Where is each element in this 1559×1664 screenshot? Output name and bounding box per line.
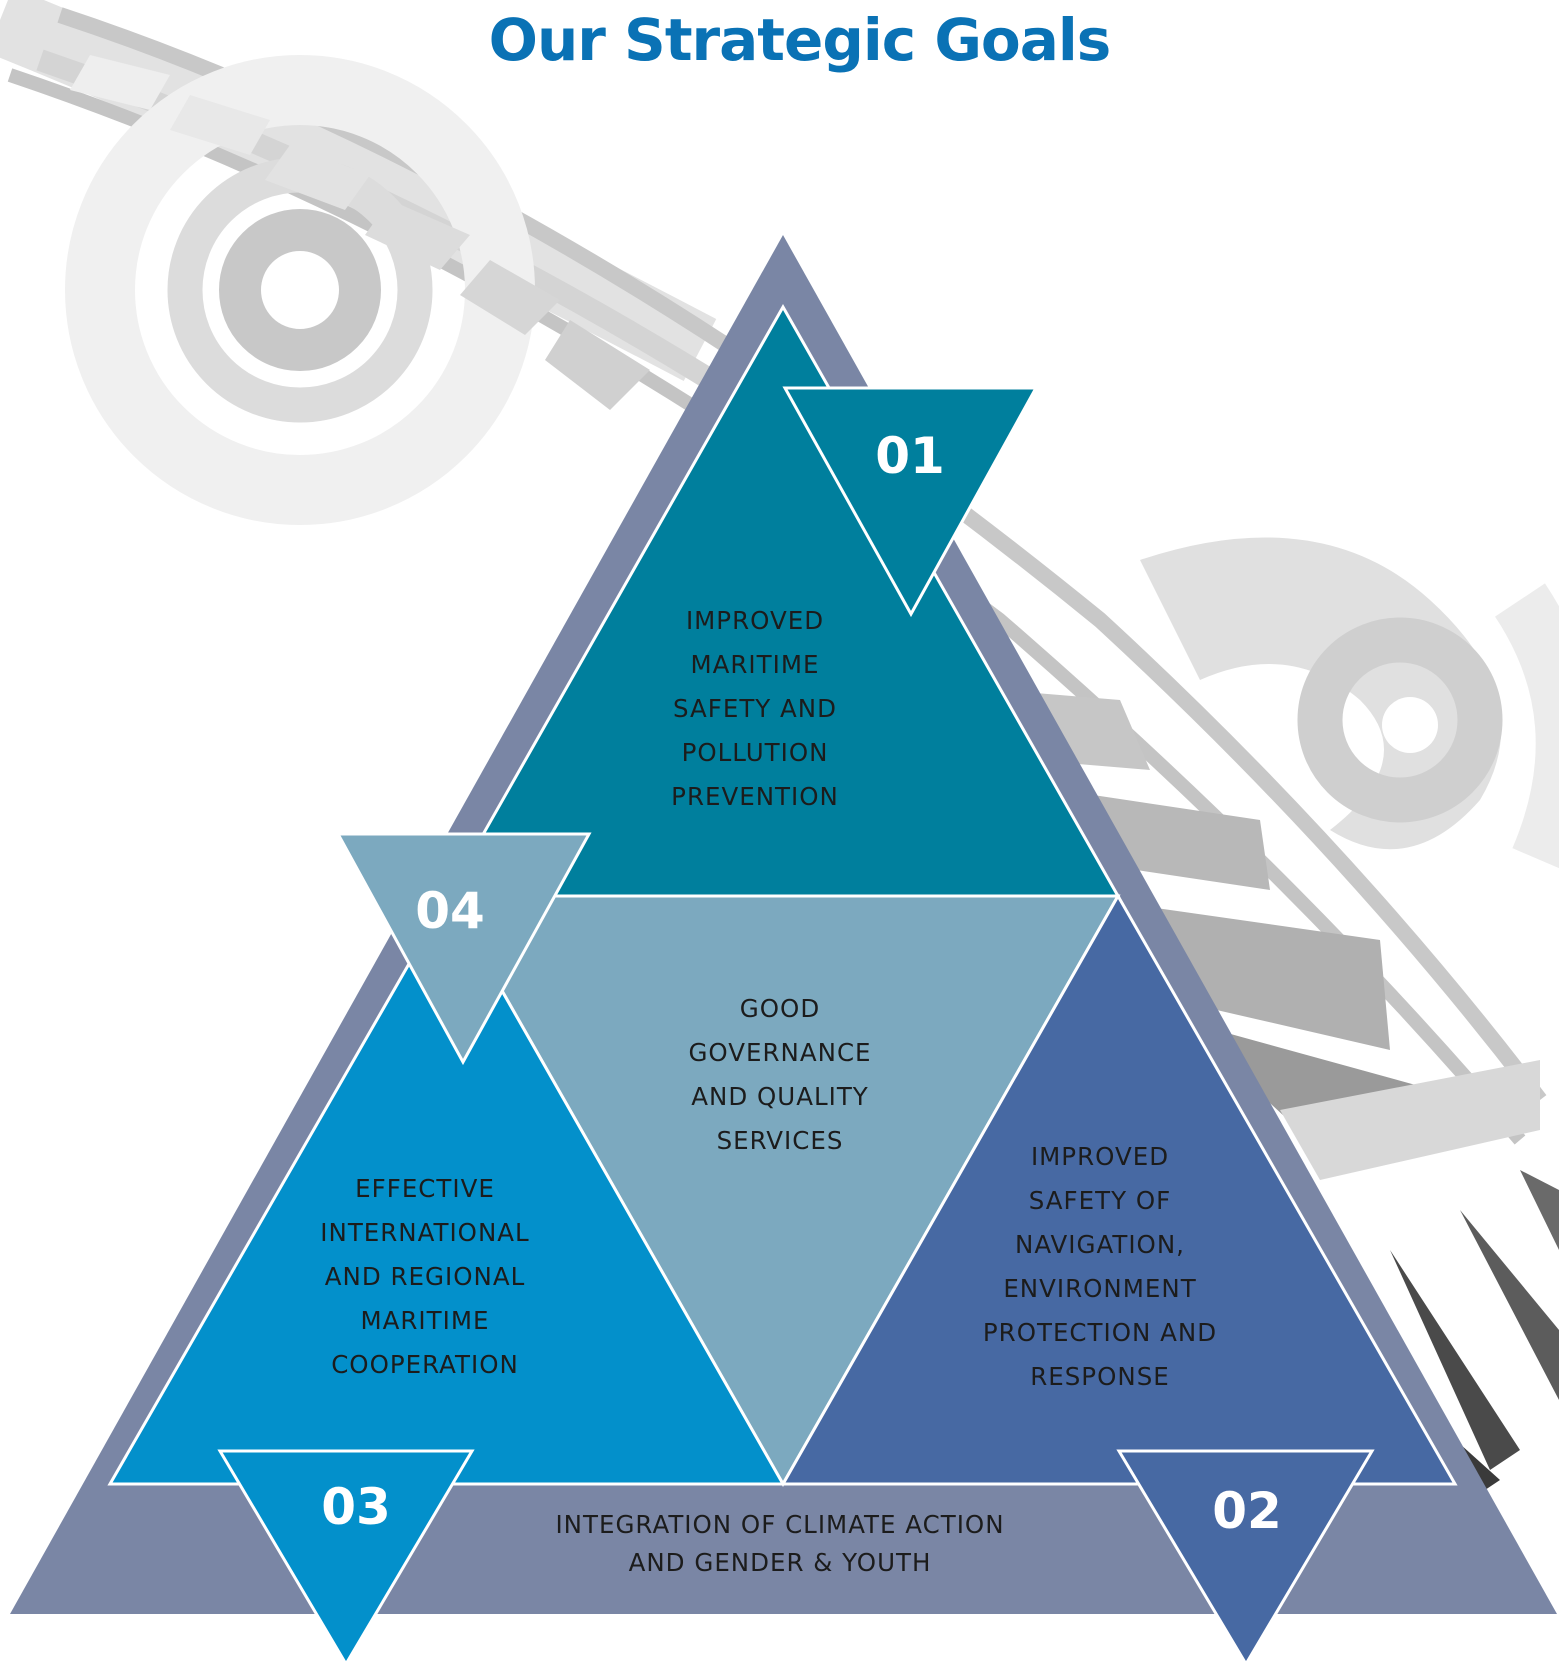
goal-02-label: IMPROVED SAFETY OF NAVIGATION, ENVIRONME… bbox=[982, 1142, 1218, 1391]
goal-02-number: 02 bbox=[1212, 1482, 1282, 1540]
goal-04-badge: 04 bbox=[335, 832, 592, 1066]
goal-01-badge: 01 bbox=[782, 386, 1039, 618]
decorative-pattern bbox=[0, 0, 1559, 1500]
goal-04-label: GOOD GOVERNANCE AND QUALITY SERVICES bbox=[688, 994, 872, 1155]
goal-03-badge: 03 bbox=[217, 1449, 475, 1664]
goal-04-number: 04 bbox=[415, 882, 485, 940]
goal-02-badge: 02 bbox=[1116, 1449, 1375, 1664]
goal-01-label: IMPROVED MARITIME SAFETY AND POLLUTION P… bbox=[671, 606, 839, 811]
foundation-label: INTEGRATION OF CLIMATE ACTION AND GENDER… bbox=[555, 1510, 1005, 1577]
goal-02-triangle bbox=[780, 892, 1458, 1486]
goal-03-label: EFFECTIVE INTERNATIONAL AND REGIONAL MAR… bbox=[320, 1174, 530, 1379]
page-title: Our Strategic Goals bbox=[488, 6, 1112, 74]
goal-03-number: 03 bbox=[321, 1478, 391, 1536]
goal-01-number: 01 bbox=[875, 427, 945, 485]
